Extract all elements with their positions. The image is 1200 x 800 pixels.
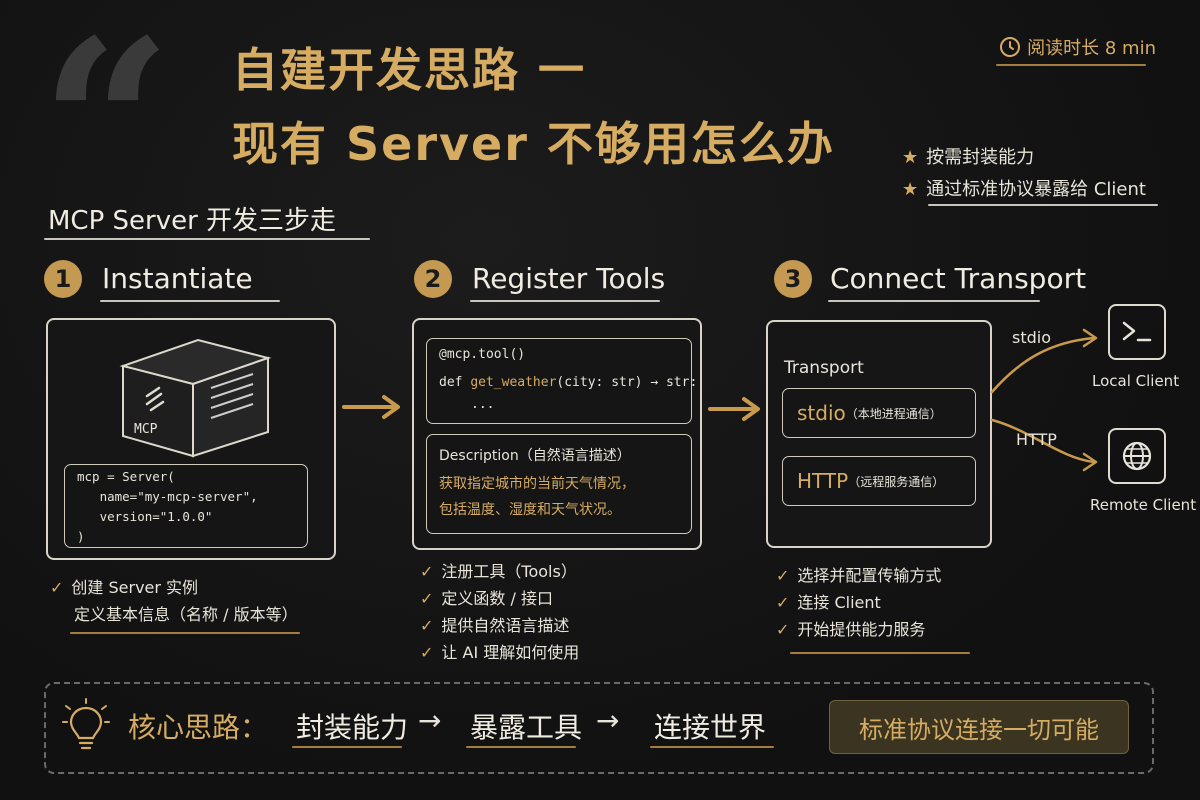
code-signature: def get_weather(city: str) → str: — [439, 375, 698, 390]
step-3-number: 3 — [774, 260, 812, 298]
flow-underline — [292, 746, 402, 748]
step-3-checklist: ✓选择并配置传输方式 ✓连接 Client ✓开始提供能力服务 — [776, 562, 941, 643]
transport-label: Transport — [784, 358, 864, 378]
step-2-code-block: @mcp.tool() def get_weather(city: str) →… — [426, 338, 697, 424]
check-item: ✓让 AI 理解如何使用 — [420, 643, 580, 662]
step-1-checklist: ✓创建 Server 实例 定义基本信息（名称 / 版本等） — [50, 574, 298, 628]
quote-mark-icon: “ — [40, 0, 173, 260]
check-item: 定义基本信息（名称 / 版本等） — [74, 605, 298, 624]
flow-arrow-icon: → — [418, 704, 442, 737]
flow-arrow-icon: → — [596, 704, 620, 737]
key-point: ★通过标准协议暴露给 Client — [902, 179, 1146, 200]
code-line: name="my-mcp-server", — [77, 489, 258, 504]
description-line: 获取指定城市的当前天气情况， — [439, 476, 635, 492]
code-decorator: @mcp.tool() — [439, 347, 526, 362]
check-icon: ✓ — [420, 616, 434, 635]
flow-underline — [650, 746, 774, 748]
check-item: ✓创建 Server 实例 — [50, 578, 199, 597]
description-block: Description（自然语言描述） 获取指定城市的当前天气情况， 包括温度、… — [426, 434, 692, 534]
check-item: ✓开始提供能力服务 — [776, 620, 926, 639]
transport-option-stdio: stdio （本地进程通信） — [782, 388, 976, 438]
code-line: ) — [77, 529, 85, 544]
description-title: Description（自然语言描述） — [439, 448, 631, 464]
check-icon: ✓ — [776, 620, 790, 639]
check-icon: ✓ — [50, 578, 64, 597]
footer-flow-2: 暴露工具 — [470, 711, 583, 744]
check-icon: ✓ — [420, 589, 434, 608]
step-1-title: Instantiate — [102, 262, 253, 295]
check-icon: ✓ — [776, 566, 790, 585]
code-line: version="1.0.0" — [77, 509, 213, 524]
star-icon: ★ — [902, 179, 919, 200]
local-client-label: Local Client — [1092, 372, 1180, 390]
step-1-checks-underline — [70, 632, 300, 634]
clock-icon — [1000, 37, 1021, 57]
check-item: ✓注册工具（Tools） — [420, 562, 577, 581]
tagline-badge: 标准协议连接一切可能 — [829, 700, 1129, 754]
check-icon: ✓ — [420, 643, 434, 662]
check-icon: ✓ — [776, 593, 790, 612]
step-2-underline — [470, 300, 660, 302]
link-label-stdio: stdio — [1012, 328, 1051, 347]
client-connectors — [990, 328, 1098, 472]
step-3-underline — [828, 300, 1040, 302]
step-2-number: 2 — [414, 260, 452, 298]
page-title-line2: 现有 Server 不够用怎么办 — [232, 117, 835, 171]
local-client-box — [1108, 304, 1166, 360]
reading-time: 阅读时长 8 min — [999, 34, 1156, 60]
step-2-checklist: ✓注册工具（Tools） ✓定义函数 / 接口 ✓提供自然语言描述 ✓让 AI … — [420, 558, 579, 666]
check-icon: ✓ — [420, 562, 434, 581]
arrow-right-icon — [708, 397, 760, 421]
page-title-line1: 自建开发思路 一 — [232, 43, 587, 97]
footer-lead: 核心思路： — [128, 711, 269, 744]
terminal-icon — [1122, 321, 1152, 342]
footer-flow-3: 连接世界 — [654, 711, 767, 744]
reading-underline — [996, 64, 1146, 66]
code-ellipsis: ... — [471, 397, 495, 412]
step-1-number: 1 — [44, 260, 82, 298]
globe-icon — [1122, 441, 1152, 471]
step-2-title: Register Tools — [472, 262, 666, 295]
star-icon: ★ — [902, 147, 919, 168]
footer-flow-1: 封装能力 — [296, 711, 409, 744]
remote-client-box — [1108, 428, 1166, 484]
mcp-label: MCP — [134, 422, 158, 437]
check-item: ✓选择并配置传输方式 — [776, 566, 942, 585]
step-1-code-block: mcp = Server( name="my-mcp-server", vers… — [64, 464, 308, 548]
reading-time-label: 阅读时长 8 min — [1027, 38, 1156, 59]
link-label-http: HTTP — [1016, 430, 1057, 449]
server-box-icon — [119, 338, 272, 458]
step-3-title: Connect Transport — [830, 262, 1087, 295]
key-points-underline — [928, 204, 1158, 206]
arrow-right-icon — [342, 395, 400, 419]
step-1-panel: MCP mcp = Server( name="my-mcp-server", … — [46, 318, 336, 560]
check-item: ✓定义函数 / 接口 — [420, 589, 553, 608]
key-point: ★按需封装能力 — [902, 147, 1035, 168]
step-1-underline — [100, 300, 280, 302]
flow-underline — [466, 746, 576, 748]
description-line: 包括温度、湿度和天气状况。 — [439, 502, 621, 518]
transport-option-http: HTTP （远程服务通信） — [782, 456, 976, 506]
check-item: ✓提供自然语言描述 — [420, 616, 570, 635]
lightbulb-icon — [62, 698, 110, 750]
step-3-checks-underline — [790, 652, 970, 654]
check-item: ✓连接 Client — [776, 593, 881, 612]
key-points: ★按需封装能力 ★通过标准协议暴露给 Client — [902, 142, 1146, 206]
section-title: MCP Server 开发三步走 — [48, 206, 337, 236]
step-2-panel: @mcp.tool() def get_weather(city: str) →… — [412, 318, 702, 550]
code-line: mcp = Server( — [77, 469, 175, 484]
footer-panel — [44, 682, 1154, 774]
step-3-panel: Transport stdio （本地进程通信） HTTP （远程服务通信） — [766, 320, 992, 548]
section-underline — [44, 238, 370, 240]
remote-client-label: Remote Client — [1090, 496, 1197, 514]
